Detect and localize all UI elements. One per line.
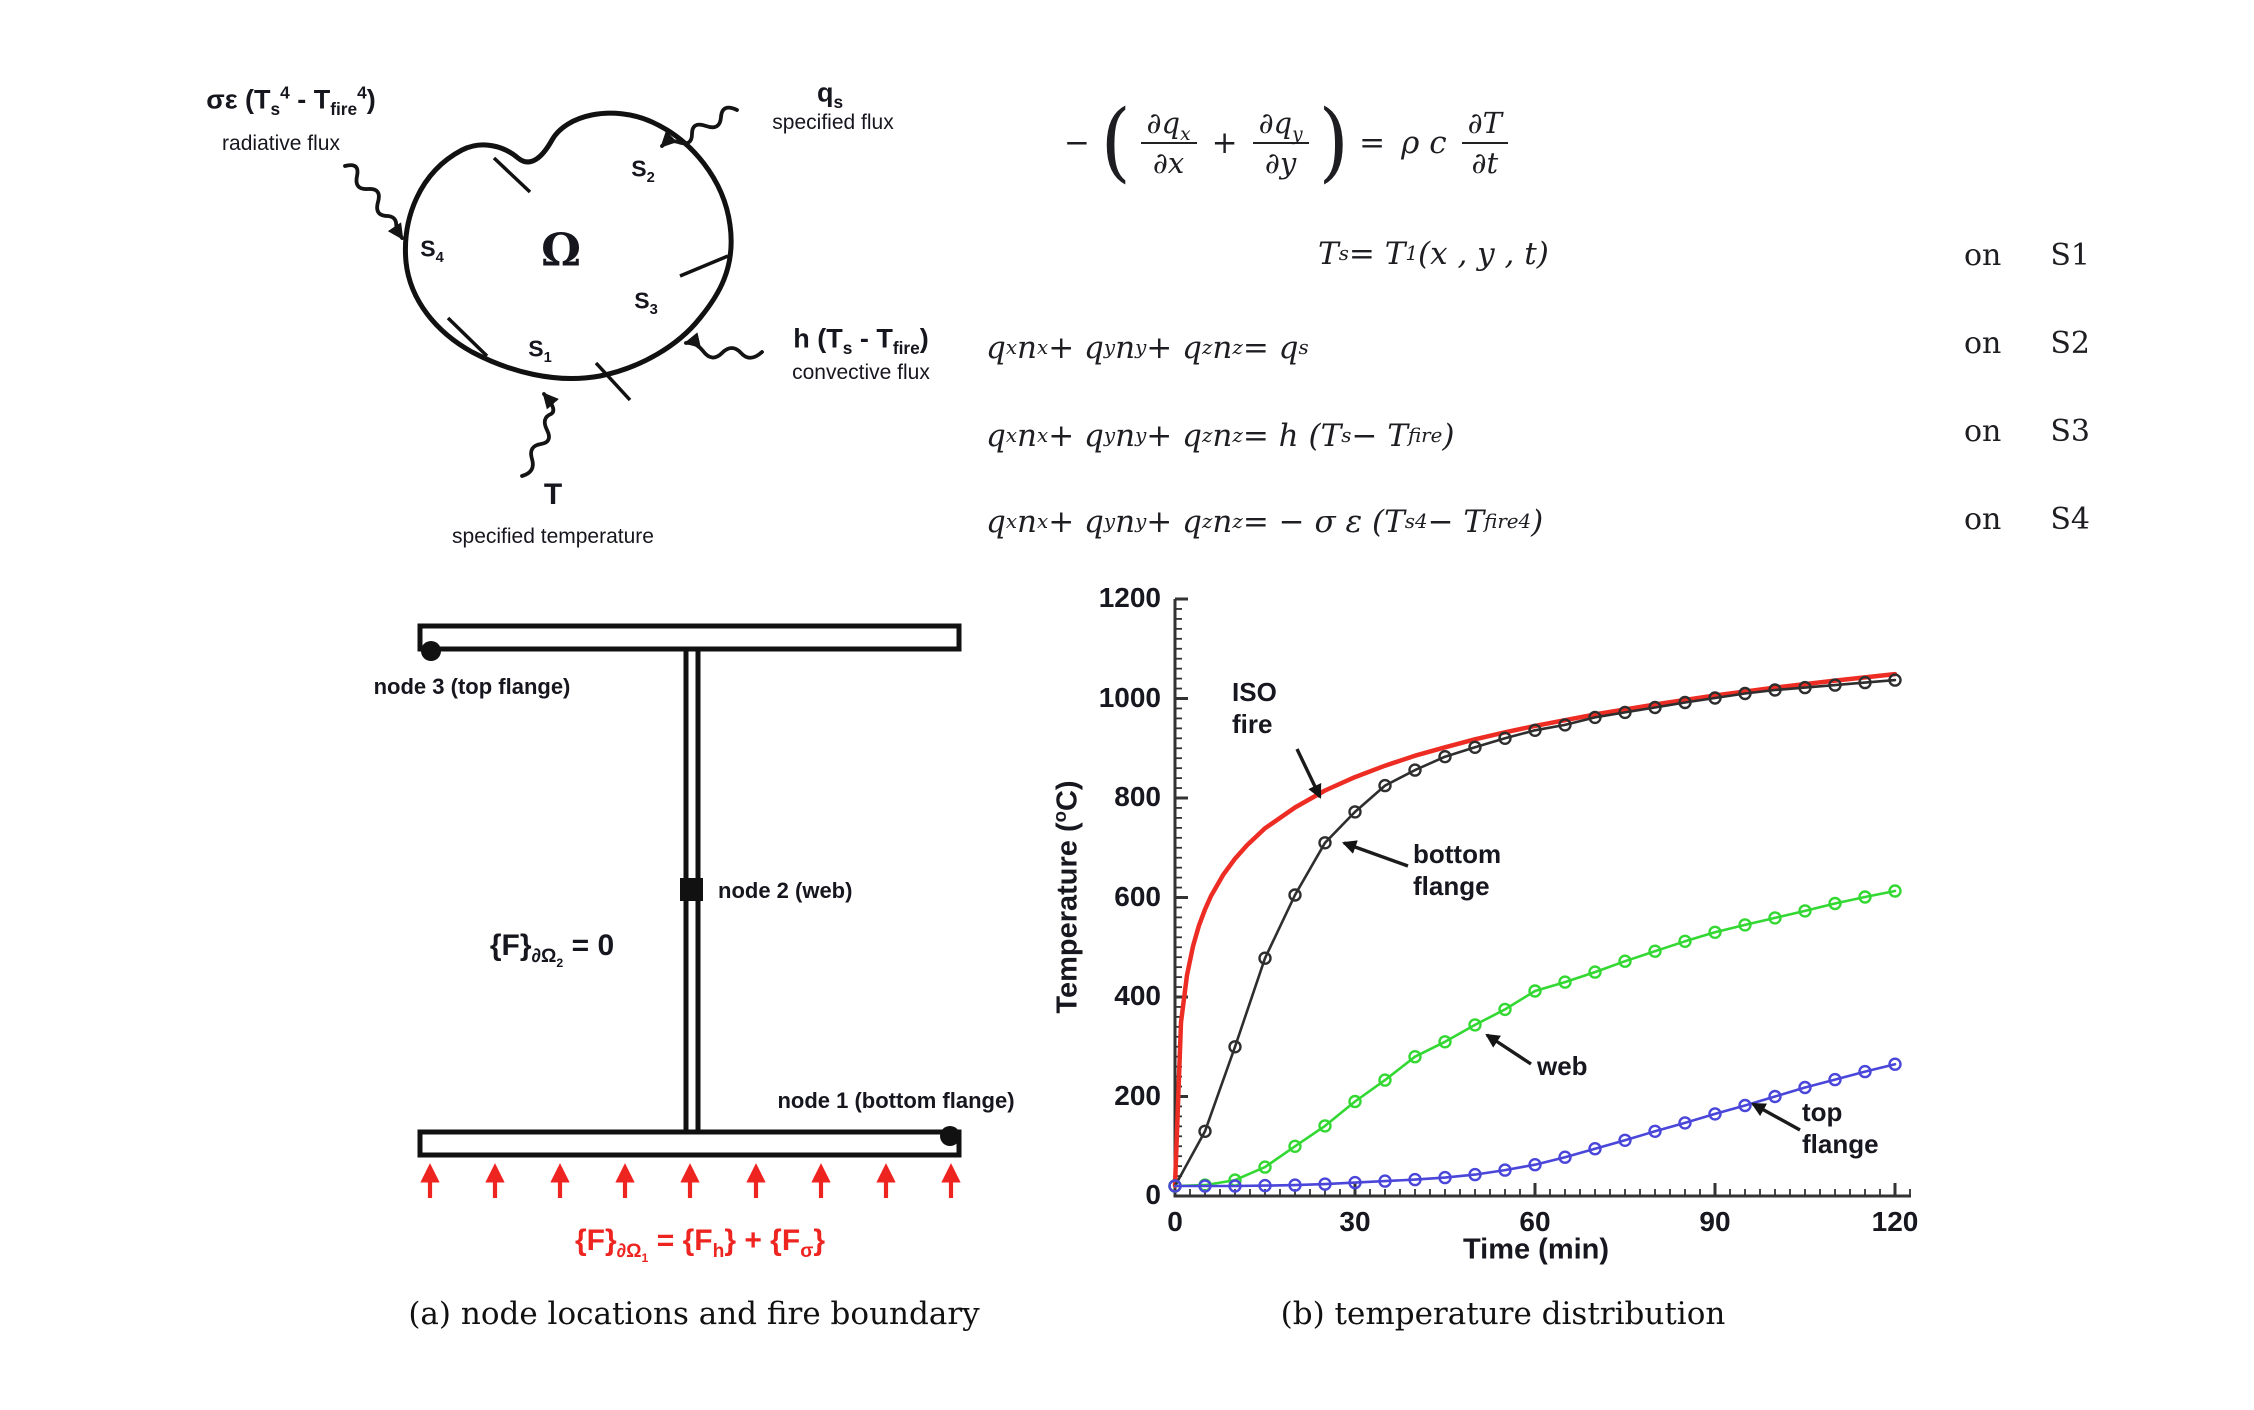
eq1-plus: + (1211, 125, 1238, 161)
eq1-frac-qx: ∂qx ∂x (1140, 106, 1197, 180)
heat-equation: − ( ∂qx ∂x + ∂qy ∂y ) = ρ c ∂T ∂t (1056, 92, 1515, 194)
top-flange (417, 623, 962, 652)
chart-annotation-web: web (1537, 1051, 1588, 1081)
x-tick-label: 120 (1871, 1206, 1919, 1237)
fire-boundary-arrows (420, 1163, 961, 1198)
y-tick-label: 200 (1114, 1079, 1161, 1111)
series-web (1173, 889, 1897, 1188)
specified-flux-arrow (660, 105, 739, 148)
y-tick-label: 400 (1114, 980, 1161, 1011)
eq1-rparen: ) (1318, 92, 1349, 193)
radiative-flux-arrow (343, 163, 404, 240)
annotation-arrow-bottom-flange (1341, 840, 1409, 868)
node2-square (680, 878, 703, 901)
y-tick-label: 600 (1114, 880, 1161, 912)
omega-symbol: Ω (540, 223, 582, 277)
y-tick-label: 800 (1114, 781, 1161, 812)
x-tick-label: 30 (1339, 1206, 1371, 1237)
annotation-arrow-iso-fire (1295, 748, 1322, 799)
boundary-label-s4: S4 (420, 235, 444, 267)
annotation-arrow-top-flange (1751, 1102, 1801, 1132)
specified-temperature-label: specified temperature (452, 525, 654, 548)
interior-boundary-formula: {F}∂Ω2 = 0 (489, 929, 615, 970)
boundary-label-s3: S3 (634, 287, 658, 319)
y-tick-label: 0 (1145, 1179, 1161, 1210)
domain-boundary (402, 110, 734, 381)
boundary-label-s1: S1 (528, 335, 552, 367)
eq1-frac-dt: ∂T ∂t (1461, 106, 1508, 180)
chart-x-axis-title: Time (min) (1462, 1233, 1610, 1266)
eq1-rho-c: ρ c (1401, 125, 1447, 161)
y-tick-label: 1200 (1098, 582, 1161, 613)
series-ISO-fire (1172, 671, 1898, 1189)
fire-boundary-formula: {F}∂Ω1 = {Fh} + {Fσ} (574, 1224, 826, 1265)
bottom-flange (417, 1129, 962, 1158)
caption-a: (a) node locations and fire boundary (408, 1296, 980, 1332)
node1-dot (940, 1126, 960, 1146)
specified-temperature-arrow (520, 392, 559, 478)
series-bottom-flange (1173, 678, 1897, 1188)
boundary-label-s2: S2 (631, 155, 655, 187)
convective-flux-label: convective flux (792, 361, 930, 384)
y-tick-label: 1000 (1098, 681, 1161, 713)
node1-label: node 1 (bottom flange) (777, 1088, 1015, 1113)
specified-flux-symbol: qs (816, 77, 844, 112)
radiative-flux-label: radiative flux (222, 132, 340, 155)
x-tick-label: 0 (1167, 1206, 1183, 1237)
eq1-frac-qy: ∂qy ∂y (1252, 106, 1309, 180)
ibeam-outline (417, 623, 962, 1158)
boundary-tick-marks (446, 156, 729, 402)
caption-b: (b) temperature distribution (1280, 1296, 1726, 1332)
annotation-arrow-web (1485, 1033, 1532, 1066)
eq1-minus: − (1064, 125, 1090, 161)
x-tick-label: 90 (1699, 1206, 1731, 1237)
convective-flux-formula: h (Ts - Tfire) (793, 323, 929, 358)
x-tick-label: 60 (1519, 1206, 1551, 1237)
specified-temperature-symbol: T (543, 478, 563, 511)
node3-label: node 3 (top flange) (373, 674, 571, 699)
eq1-equals: = (1359, 125, 1386, 161)
node3-dot (421, 641, 441, 661)
node2-label: node 2 (web) (718, 878, 853, 903)
series-top-flange (1173, 1062, 1897, 1188)
radiative-flux-formula: σε (Ts4 - Tfire4) (206, 82, 376, 119)
convective-flux-arrow (683, 332, 764, 360)
eq1-lparen: ( (1100, 92, 1131, 193)
specified-flux-label: specified flux (772, 111, 894, 134)
